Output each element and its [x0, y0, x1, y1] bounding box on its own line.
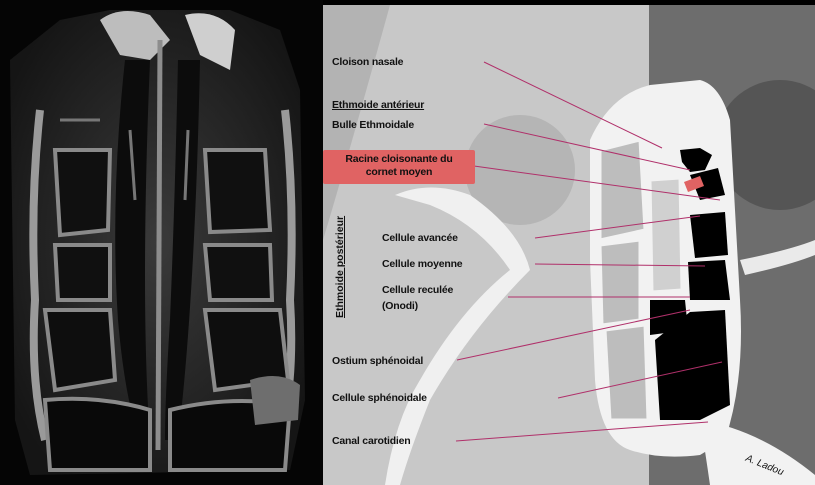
- label-racine-line2: cornet moyen: [323, 166, 475, 179]
- label-cloison-nasale: Cloison nasale: [332, 56, 403, 69]
- label-cellule-avancee: Cellule avancée: [382, 232, 458, 245]
- label-racine-line1: Racine cloisonante du: [323, 153, 475, 166]
- label-canal-carotidien: Canal carotidien: [332, 435, 411, 448]
- label-ostium-sphenoidal: Ostium sphénoidal: [332, 355, 423, 368]
- label-cellule-reculee: Cellule reculée: [382, 284, 453, 297]
- ct-scan-image: [0, 0, 323, 485]
- highlight-box-racine: Racine cloisonante du cornet moyen: [323, 150, 475, 184]
- label-bulle-ethmoidale: Bulle Ethmoidale: [332, 119, 414, 132]
- label-cellule-moyenne: Cellule moyenne: [382, 258, 462, 271]
- label-onodi: (Onodi): [382, 300, 418, 313]
- label-ethmoide-anterieur: Ethmoide antérieur: [332, 99, 424, 112]
- label-ethmoide-posterieur: Ethmoide postérieur: [334, 216, 346, 318]
- label-cellule-sphenoidale: Cellule sphénoidale: [332, 392, 427, 405]
